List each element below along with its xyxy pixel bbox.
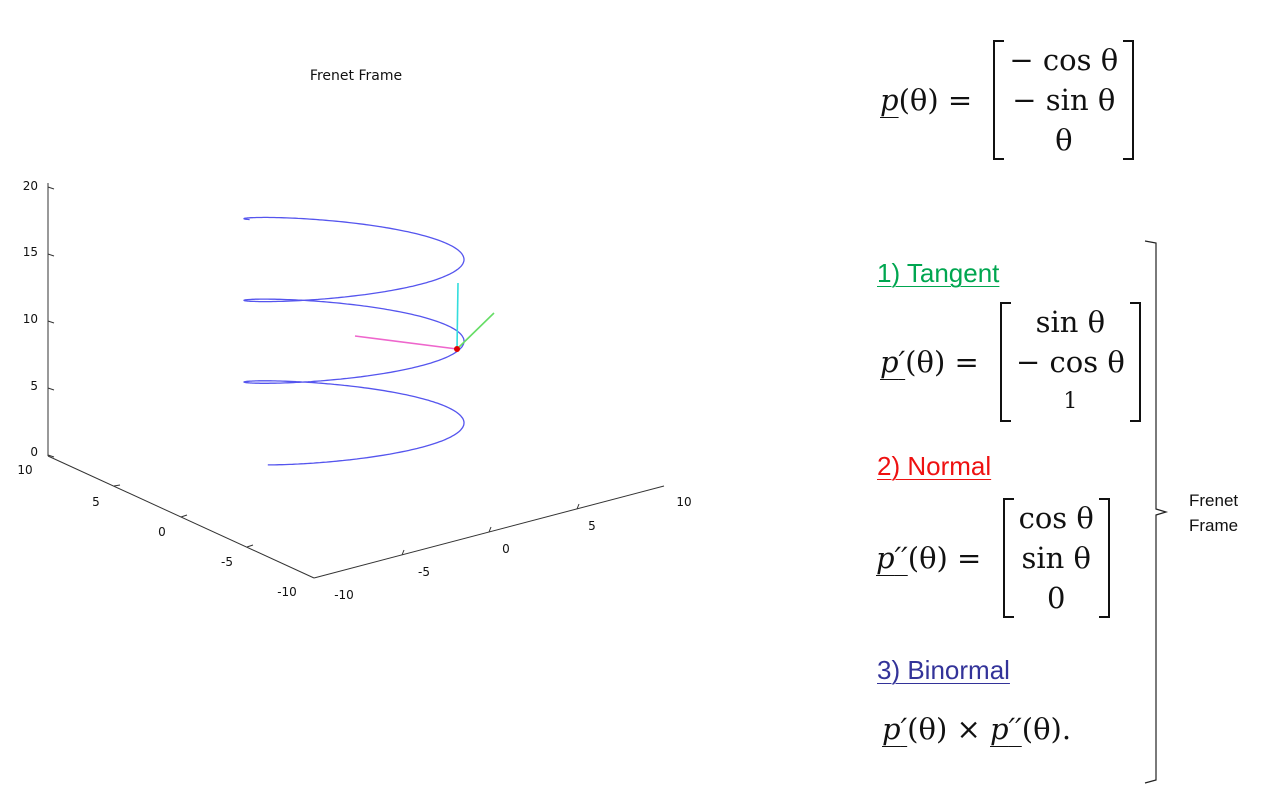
y-tick-label: -5 (221, 555, 233, 569)
brace-path (1144, 240, 1169, 784)
z-tick-label: 5 (30, 379, 38, 393)
binormal-vector (456, 282, 459, 350)
p-prime-symbol: p′ (882, 712, 908, 746)
y-tick-label: 10 (17, 463, 32, 477)
frenet-vectors (354, 282, 495, 352)
x-tick-label: -10 (334, 588, 354, 602)
position-equation: p(θ) = − cos θ − sin θ θ (880, 40, 1135, 160)
frame-point (454, 346, 460, 352)
frenet-frame-label: Frenet Frame (1189, 488, 1238, 538)
z-tick-label: 0 (30, 445, 38, 459)
matrix-cell: θ (1055, 123, 1073, 157)
y-tick-mark (113, 484, 121, 487)
z-tick-mark (47, 387, 55, 391)
x-tick-label: 0 (502, 542, 510, 556)
left-bracket (993, 40, 1005, 160)
z-tick-label: 15 (23, 245, 38, 259)
lhs-rest: (θ) = (898, 83, 973, 117)
cross-op: (θ) × (907, 712, 990, 746)
matrix-cell: − sin θ (1012, 83, 1116, 117)
x-tick-label: -5 (418, 565, 430, 579)
right-bracket (1123, 40, 1135, 160)
axes: 20 15 10 5 0 10 5 0 -5 -10 -10 -5 0 5 10 (17, 179, 691, 602)
y-tick-mark (246, 544, 254, 548)
p-symbol: p′ (880, 345, 906, 379)
tangent-lhs: p′(θ) = (880, 345, 979, 379)
z-tick-mark (47, 320, 55, 324)
matrix-cell: − cos θ (1016, 345, 1125, 379)
z-tick-mark (47, 186, 55, 190)
p-double-prime-symbol: p′′ (990, 712, 1022, 746)
tangent-matrix: sin θ − cos θ 1 (1000, 302, 1141, 422)
matrix-cell: sin θ (1021, 541, 1091, 575)
x-tick-label: 5 (588, 519, 596, 533)
right-bracket (1098, 498, 1110, 618)
matrix-cell: cos θ (1018, 501, 1094, 535)
p-symbol: p (880, 83, 899, 117)
matrix-cell: 0 (1046, 581, 1066, 615)
y-tick-label: 5 (92, 495, 100, 509)
z-tick-label: 10 (23, 312, 38, 326)
z-tick-mark (47, 454, 55, 458)
matrix-cell: sin θ (1035, 305, 1106, 339)
y-tick-label: 0 (158, 525, 166, 539)
normal-matrix: cos θ sin θ 0 (1002, 498, 1110, 618)
normal-vector (354, 335, 458, 350)
binormal-end: (θ). (1021, 712, 1072, 746)
x-tick-mark (401, 549, 405, 556)
matrix-cell: − cos θ (1009, 43, 1119, 77)
tangent-vector (456, 312, 495, 350)
lhs-rest: (θ) = (907, 541, 982, 575)
position-lhs: p(θ) = (880, 83, 972, 117)
binormal-heading: 3) Binormal (877, 655, 1010, 685)
normal-equation: p′′(θ) = cos θ sin θ 0 (876, 498, 1110, 618)
position-matrix: − cos θ − sin θ θ (993, 40, 1135, 160)
y-tick-mark (180, 514, 188, 518)
normal-lhs: p′′(θ) = (876, 541, 981, 575)
plot-title: Frenet Frame (310, 68, 402, 84)
binormal-equation: p′(θ) × p′′(θ). (882, 712, 1071, 746)
p-symbol: p′′ (876, 541, 908, 575)
left-bracket (1002, 498, 1014, 618)
x-tick-mark (576, 503, 580, 510)
y-tick-label: -10 (277, 585, 297, 599)
x-tick-label: 10 (676, 495, 691, 509)
helix-plot: Frenet Frame 20 15 10 5 0 10 5 0 -5 -10 … (17, 68, 691, 602)
right-bracket (1129, 302, 1141, 422)
tangent-heading: 1) Tangent (877, 258, 1000, 288)
normal-heading: 2) Normal (877, 451, 992, 481)
x-tick-mark (488, 526, 492, 533)
matrix-cell: 1 (1063, 389, 1078, 414)
frame-label-line: Frame (1189, 516, 1239, 535)
z-tick-label: 20 (23, 179, 38, 193)
tangent-equation: p′(θ) = sin θ − cos θ 1 (880, 302, 1141, 422)
lhs-rest: (θ) = (905, 345, 979, 379)
helix-curve (243, 216, 465, 466)
left-bracket (1000, 302, 1011, 422)
frame-label-line: Frenet (1189, 491, 1239, 510)
z-tick-mark (47, 253, 55, 257)
